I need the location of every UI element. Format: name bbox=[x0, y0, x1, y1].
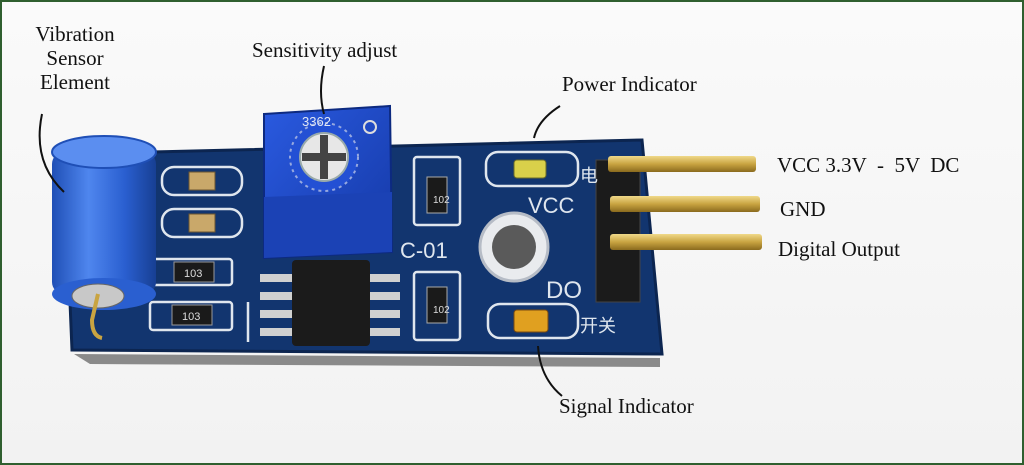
vibration-sensor bbox=[51, 135, 157, 340]
silk-resistor-left-b: 103 bbox=[182, 311, 200, 323]
smd-capacitor-1 bbox=[188, 171, 216, 191]
silk-pot-code: 3362 bbox=[302, 114, 331, 129]
label-signal-indicator: Signal Indicator bbox=[559, 394, 694, 418]
label-vibration-sensor-element: Vibration Sensor Element bbox=[20, 22, 130, 94]
smd-resistor-mid bbox=[426, 286, 448, 324]
label-sensitivity-adjust: Sensitivity adjust bbox=[252, 38, 398, 62]
smd-resistor-top bbox=[426, 176, 448, 214]
gnd-pin bbox=[610, 196, 760, 212]
leader-vibration-sensor bbox=[38, 113, 65, 193]
silk-vcc: VCC bbox=[528, 193, 575, 218]
silk-resistor-top: 102 bbox=[433, 195, 450, 206]
digital-output-pin bbox=[610, 234, 762, 250]
smd-resistor-left-b bbox=[171, 304, 213, 326]
silk-model: C-01 bbox=[400, 238, 448, 263]
leader-lines bbox=[38, 65, 563, 397]
silk-power-char: 电 bbox=[580, 166, 598, 186]
silk-switch-chars: 开关 bbox=[580, 316, 616, 336]
power-led bbox=[513, 159, 547, 179]
label-vibration-line-1: Vibration bbox=[35, 22, 115, 46]
vcc-pin bbox=[608, 156, 756, 172]
label-vibration-line-2: Sensor bbox=[46, 46, 104, 70]
label-digital-output-pin: Digital Output bbox=[778, 237, 900, 261]
pcb-bottom-edge bbox=[74, 354, 660, 367]
ic-chip bbox=[260, 260, 400, 346]
label-gnd-pin: GND bbox=[780, 197, 826, 221]
signal-led bbox=[513, 309, 549, 333]
silk-resistor-left-a: 103 bbox=[184, 268, 202, 280]
label-vibration-line-3: Element bbox=[40, 70, 110, 94]
pin-header-block bbox=[595, 159, 641, 303]
smd-capacitor-2 bbox=[188, 213, 216, 233]
label-vcc-pin: VCC 3.3V - 5V DC bbox=[777, 153, 960, 177]
smd-resistor-left-a bbox=[173, 261, 215, 283]
silk-resistor-mid: 102 bbox=[433, 305, 450, 316]
potentiometer bbox=[263, 104, 394, 260]
label-power-indicator: Power Indicator bbox=[562, 72, 697, 96]
silk-do: DO bbox=[546, 277, 582, 304]
leader-signal-indicator bbox=[537, 345, 563, 397]
mounting-hole-inner bbox=[492, 225, 536, 269]
leader-sensitivity bbox=[320, 65, 325, 115]
leader-power-indicator bbox=[533, 105, 561, 139]
